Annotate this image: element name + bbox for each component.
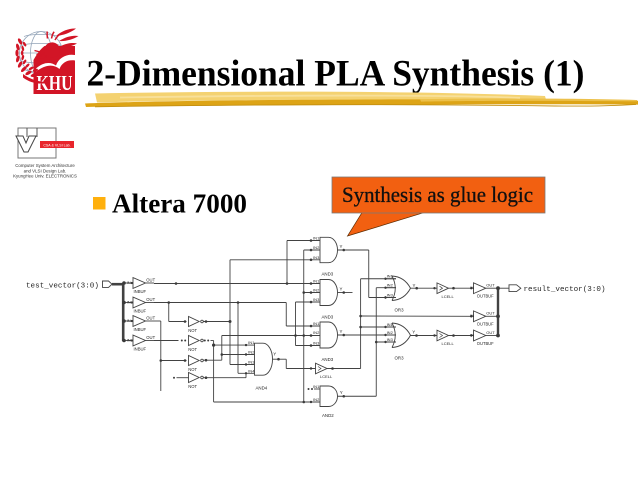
- svg-text:OUT: OUT: [146, 297, 155, 302]
- svg-text:IN: IN: [127, 300, 131, 305]
- svg-text:KyungHee Univ. ELECTRONICS: KyungHee Univ. ELECTRONICS: [13, 174, 77, 179]
- svg-text:OUT: OUT: [146, 316, 155, 321]
- svg-text:AND3: AND3: [322, 357, 334, 362]
- svg-text:Y: Y: [340, 244, 343, 249]
- svg-text:IN1: IN1: [387, 322, 394, 327]
- svg-text:Y: Y: [340, 329, 343, 334]
- svg-text:and VLSI Design Lab.: and VLSI Design Lab.: [24, 168, 67, 173]
- svg-text:IN3: IN3: [313, 255, 320, 260]
- svg-text:2-Dimensional PLA Synthesis (1: 2-Dimensional PLA Synthesis (1): [87, 53, 585, 94]
- svg-text:AND4: AND4: [256, 385, 268, 390]
- svg-text:IN1: IN1: [313, 279, 320, 284]
- svg-text:Synthesis as glue logic: Synthesis as glue logic: [342, 182, 533, 207]
- svg-text:CSA & VLSI Lab.: CSA & VLSI Lab.: [43, 143, 70, 147]
- svg-text:OUT: OUT: [146, 335, 155, 340]
- svg-text:IN: IN: [470, 313, 474, 318]
- svg-text:Y: Y: [340, 286, 343, 291]
- svg-text:Y: Y: [340, 390, 343, 395]
- svg-text:INBUF: INBUF: [134, 289, 147, 294]
- svg-text:AND3: AND3: [322, 315, 334, 320]
- svg-text:OUTBUF: OUTBUF: [477, 294, 494, 299]
- svg-text:IN3: IN3: [248, 360, 255, 365]
- svg-text:LCELL: LCELL: [442, 294, 455, 299]
- svg-text:OUT: OUT: [486, 330, 495, 335]
- svg-text:result_vector(3:0): result_vector(3:0): [524, 286, 606, 294]
- svg-text:NOT: NOT: [188, 347, 197, 352]
- svg-text:NOT: NOT: [188, 367, 197, 372]
- svg-text:INBUF: INBUF: [134, 347, 147, 352]
- svg-text:INBUF: INBUF: [134, 309, 147, 314]
- svg-text:OR3: OR3: [395, 308, 405, 313]
- svg-text:IN: IN: [127, 280, 131, 285]
- svg-text:OUT: OUT: [486, 283, 495, 288]
- svg-text:IN1: IN1: [313, 236, 320, 241]
- svg-text:IN2: IN2: [248, 350, 255, 355]
- svg-text:OUTBUF: OUTBUF: [477, 341, 494, 346]
- svg-text:IN: IN: [470, 332, 474, 337]
- svg-text:IN2: IN2: [387, 283, 394, 288]
- svg-text:IN3: IN3: [313, 297, 320, 302]
- svg-text:NOT: NOT: [188, 328, 197, 333]
- svg-text:IN: IN: [127, 338, 131, 343]
- svg-text:IN2: IN2: [313, 245, 320, 250]
- svg-text:INBUF: INBUF: [134, 327, 147, 332]
- svg-text:Altera 7000: Altera 7000: [112, 189, 247, 219]
- svg-text:LCELL: LCELL: [442, 341, 455, 346]
- svg-text:IN1: IN1: [313, 321, 320, 326]
- svg-text:test_vector(3:0): test_vector(3:0): [26, 283, 99, 291]
- svg-text:NOT: NOT: [188, 384, 197, 389]
- svg-text:IN2: IN2: [313, 288, 320, 293]
- svg-text:AND3: AND3: [322, 272, 334, 277]
- svg-text:Y: Y: [412, 330, 415, 335]
- svg-text:AND2: AND2: [322, 413, 334, 418]
- svg-text:IN3: IN3: [313, 341, 320, 346]
- svg-text:Computer System Architecture: Computer System Architecture: [15, 163, 75, 168]
- svg-text:OUTBUF: OUTBUF: [477, 322, 494, 327]
- svg-text:IN1: IN1: [248, 340, 255, 345]
- svg-text:IN: IN: [127, 318, 131, 323]
- svg-text:IN3: IN3: [387, 292, 394, 297]
- svg-text:IN2: IN2: [313, 330, 320, 335]
- svg-text:IN1: IN1: [387, 274, 394, 279]
- svg-text:Y: Y: [413, 283, 416, 288]
- svg-text:IN: IN: [470, 285, 474, 290]
- svg-text:Y: Y: [273, 351, 276, 356]
- svg-text:OUT: OUT: [146, 278, 155, 283]
- svg-text:IN4: IN4: [248, 368, 255, 373]
- svg-text:OUT: OUT: [486, 311, 495, 316]
- svg-text:IN1: IN1: [313, 384, 320, 389]
- svg-text:IN3: IN3: [387, 337, 394, 342]
- svg-text:IN2: IN2: [387, 330, 394, 335]
- svg-text:OR3: OR3: [395, 355, 405, 360]
- svg-text:IN2: IN2: [313, 397, 320, 402]
- svg-text:LCELL: LCELL: [320, 374, 333, 379]
